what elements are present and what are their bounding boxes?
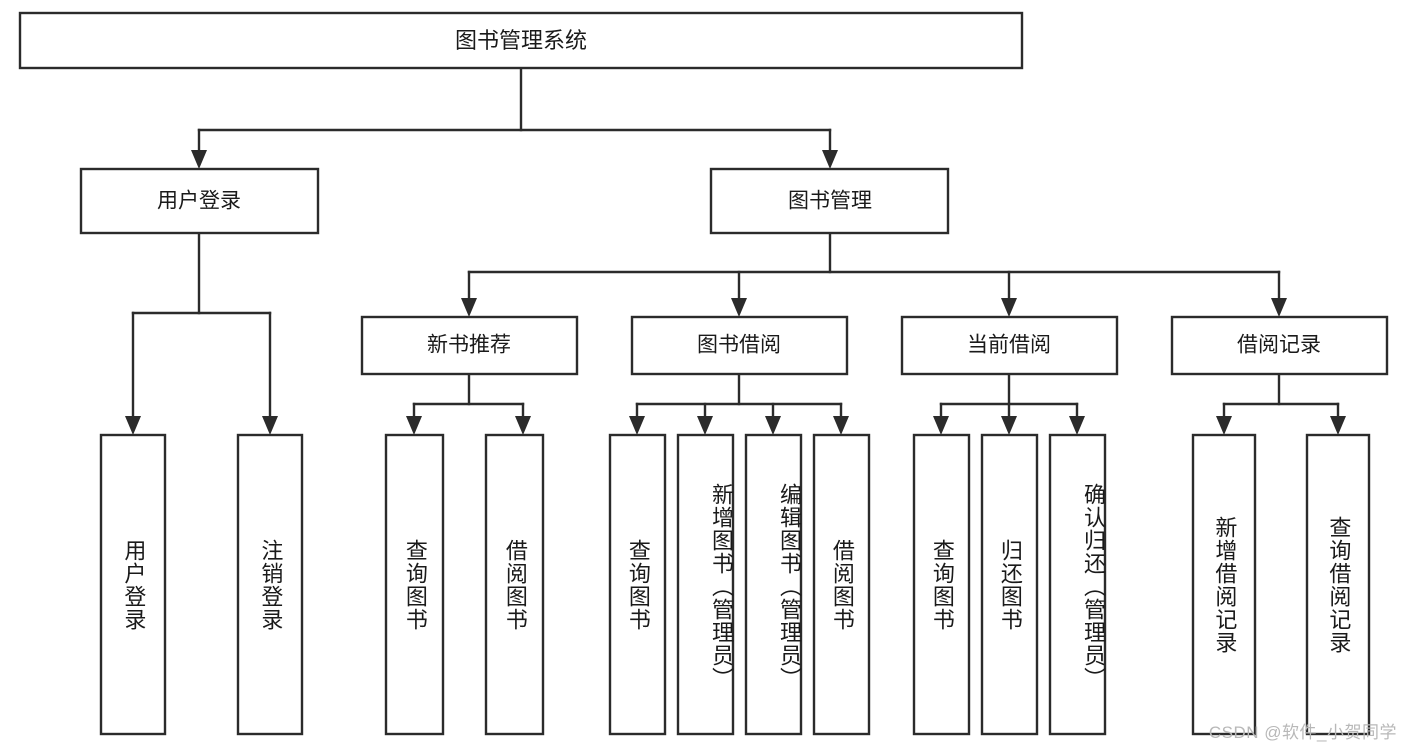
arrow-head-icon bbox=[822, 150, 838, 169]
node-label: 图书管理 bbox=[788, 190, 872, 213]
leaf-box-query-record[interactable] bbox=[1305, 433, 1371, 736]
arrow-head-icon bbox=[406, 416, 422, 435]
arrow-head-icon bbox=[262, 416, 278, 435]
arrow-head-icon bbox=[1069, 416, 1085, 435]
arrow-head-icon bbox=[629, 416, 645, 435]
leaf-box-add-book-admin[interactable] bbox=[676, 433, 735, 736]
arrow-head-icon bbox=[933, 416, 949, 435]
node-root-system[interactable]: 图书管理系统 bbox=[18, 11, 1024, 70]
leaf-box-confirm-return-admin[interactable] bbox=[1048, 433, 1107, 736]
connector-root-to-level2 bbox=[191, 66, 838, 169]
connector-newbook-to-leaves bbox=[406, 372, 531, 435]
leaf-box-logout[interactable] bbox=[236, 433, 304, 736]
arrow-head-icon bbox=[1271, 298, 1287, 317]
node-book-borrow[interactable]: 图书借阅 bbox=[630, 315, 849, 376]
arrow-head-icon bbox=[125, 416, 141, 435]
watermark-text: CSDN @软件_小贺同学 bbox=[1208, 723, 1397, 742]
connector-current-to-leaves bbox=[933, 372, 1085, 435]
leaf-box-borrow-book-1[interactable] bbox=[484, 433, 545, 736]
arrow-head-icon bbox=[461, 298, 477, 317]
arrow-head-icon bbox=[731, 298, 747, 317]
leaf-box-query-book-2[interactable] bbox=[608, 433, 667, 736]
node-box bbox=[709, 167, 950, 235]
arrow-head-icon bbox=[833, 416, 849, 435]
node-book-management[interactable]: 图书管理 bbox=[709, 167, 950, 235]
connector-bookmgmt-to-level3 bbox=[461, 231, 1287, 317]
node-label: 用户登录 bbox=[157, 190, 241, 213]
node-box bbox=[900, 315, 1119, 376]
leaf-box-edit-book-admin[interactable] bbox=[744, 433, 803, 736]
node-box bbox=[18, 11, 1024, 70]
leaf-box-query-book-3[interactable] bbox=[912, 433, 971, 736]
arrow-head-icon bbox=[1216, 416, 1232, 435]
arrow-head-icon bbox=[697, 416, 713, 435]
node-new-book-recommend[interactable]: 新书推荐 bbox=[360, 315, 579, 376]
node-user-login[interactable]: 用户登录 bbox=[79, 167, 320, 235]
node-label: 图书管理系统 bbox=[455, 28, 587, 53]
arrow-head-icon bbox=[1001, 416, 1017, 435]
arrow-head-icon bbox=[1001, 298, 1017, 317]
connector-borrow-to-leaves bbox=[629, 372, 849, 435]
leaf-box-borrow-book-2[interactable] bbox=[812, 433, 871, 736]
leaf-box-query-book-1[interactable] bbox=[384, 433, 445, 736]
arrow-head-icon bbox=[515, 416, 531, 435]
node-box bbox=[360, 315, 579, 376]
node-box bbox=[630, 315, 849, 376]
node-box bbox=[1170, 315, 1389, 376]
arrow-head-icon bbox=[1330, 416, 1346, 435]
arrow-head-icon bbox=[765, 416, 781, 435]
node-label: 图书借阅 bbox=[697, 334, 781, 357]
leaf-box-return-book[interactable] bbox=[980, 433, 1039, 736]
leaf-box-user-login[interactable] bbox=[99, 433, 167, 736]
node-label: 借阅记录 bbox=[1237, 334, 1321, 357]
node-box bbox=[79, 167, 320, 235]
node-borrow-records[interactable]: 借阅记录 bbox=[1170, 315, 1389, 376]
node-label: 当前借阅 bbox=[967, 334, 1051, 357]
leaf-box-add-record[interactable] bbox=[1191, 433, 1257, 736]
arrow-head-icon bbox=[191, 150, 207, 169]
node-label: 新书推荐 bbox=[427, 334, 511, 357]
connector-records-to-leaves bbox=[1216, 372, 1346, 435]
node-current-borrow[interactable]: 当前借阅 bbox=[900, 315, 1119, 376]
connector-userlogin-to-leaves bbox=[125, 231, 278, 435]
